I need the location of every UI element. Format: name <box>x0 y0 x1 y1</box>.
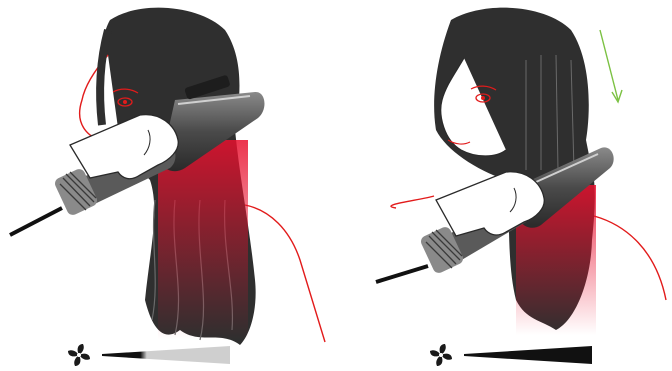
power-cord <box>10 208 62 235</box>
fan-icon <box>428 343 454 367</box>
shoulder-outline <box>245 205 325 342</box>
downward-arrow-icon <box>600 30 622 102</box>
power-cord <box>376 266 428 282</box>
straightener-illustration-low <box>0 0 336 371</box>
illustration-panel-low-airflow <box>0 0 336 371</box>
airflow-level-bar <box>102 345 230 365</box>
airflow-indicator-low <box>66 343 230 367</box>
straightener-illustration-high <box>336 0 672 371</box>
illustration-panel-high-airflow <box>336 0 672 371</box>
airflow-level-bar <box>464 345 592 365</box>
airflow-indicator-high <box>428 343 592 367</box>
fan-icon <box>66 343 92 367</box>
